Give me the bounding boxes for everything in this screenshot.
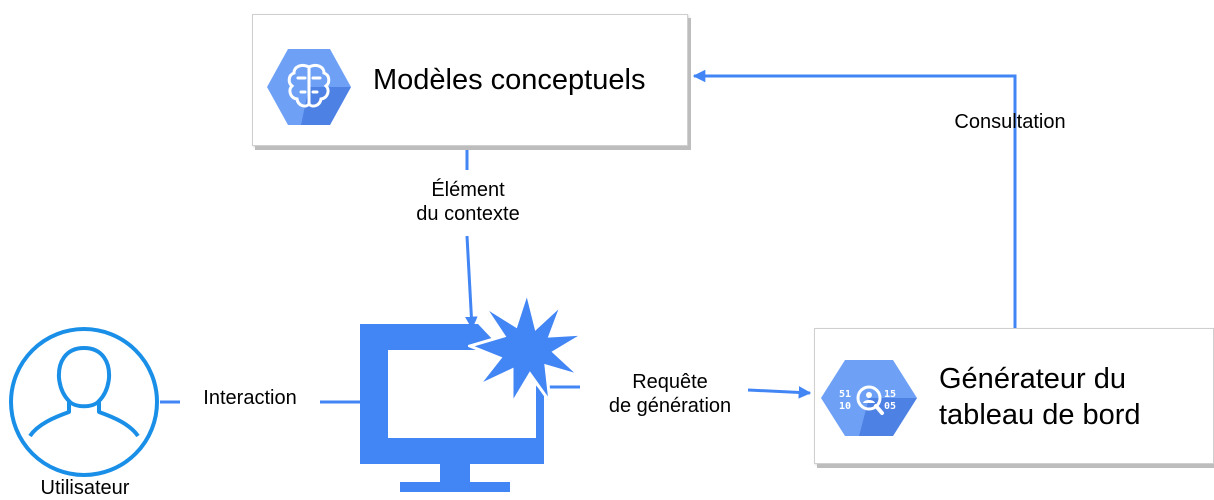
edge-request-label-line1: Requête bbox=[632, 371, 708, 393]
edge-consultation-label: Consultation bbox=[954, 111, 1066, 133]
brain-icon bbox=[267, 49, 351, 125]
edge-interaction-label: Interaction bbox=[180, 386, 320, 410]
user-label: Utilisateur bbox=[40, 477, 130, 499]
edge-context-label-line2: du contexte bbox=[416, 203, 520, 225]
data-search-icon: 51 10 15 05 bbox=[821, 360, 917, 436]
icon-digits-bl: 10 bbox=[839, 401, 851, 412]
edge-request-label: Requête de génération bbox=[580, 370, 760, 418]
icon-digits-tr: 15 bbox=[884, 389, 896, 400]
user-icon bbox=[9, 327, 159, 477]
models-node: Modèles conceptuels bbox=[252, 14, 688, 146]
edge-context-label: Élément du contexte bbox=[388, 178, 548, 226]
edge-context-label-line1: Élément bbox=[431, 179, 505, 201]
icon-digits-br: 05 bbox=[884, 401, 896, 412]
generator-node: 51 10 15 05 Générateur du tableau de bor… bbox=[814, 328, 1214, 464]
burst-icon bbox=[468, 290, 585, 408]
edge-request bbox=[747, 386, 812, 399]
generator-title: Générateur du tableau de bord bbox=[939, 363, 1141, 431]
edge-consultation bbox=[692, 69, 1017, 328]
models-title: Modèles conceptuels bbox=[373, 64, 646, 96]
icon-digits-tl: 51 bbox=[839, 389, 851, 400]
edge-context-arrow bbox=[465, 235, 478, 330]
edge-request-label-line2: de génération bbox=[608, 395, 732, 417]
